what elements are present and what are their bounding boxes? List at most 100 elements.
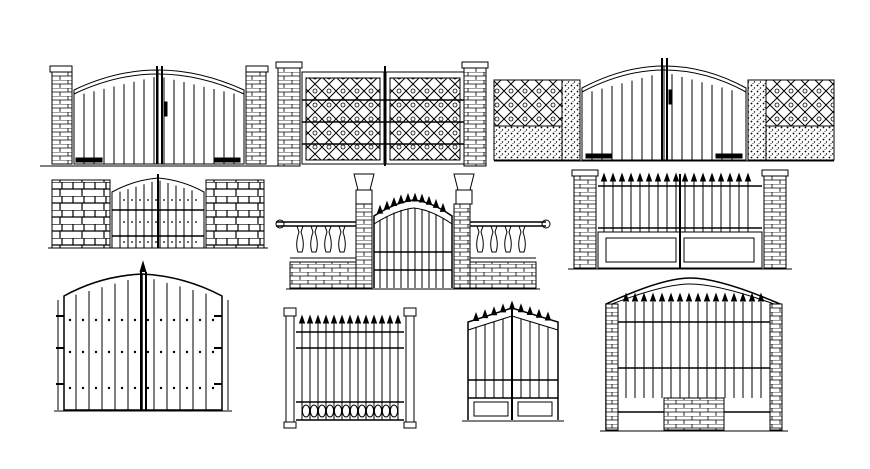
gate-5-balusters (297, 226, 526, 252)
scroll-loop (382, 405, 389, 417)
stud (123, 221, 125, 223)
gate-10-spear-bars (624, 294, 764, 398)
spear-tip (719, 174, 724, 181)
stud (163, 221, 165, 223)
scroll-loop (342, 405, 349, 417)
stud (198, 350, 202, 354)
stud (171, 199, 173, 201)
spear-tip (611, 174, 616, 181)
stud (195, 241, 197, 243)
spear-tip (385, 202, 390, 209)
stud (146, 386, 150, 390)
stud (172, 386, 176, 390)
baluster (325, 226, 332, 252)
stud (131, 241, 133, 243)
stud (185, 318, 189, 322)
stud (171, 241, 173, 243)
spear-tip (474, 313, 479, 320)
scroll-loop (310, 405, 317, 417)
stud (107, 318, 111, 322)
gate-3-plank-gate-with-walls (494, 58, 834, 161)
scroll-loop (350, 405, 357, 417)
gate-2-lattice-gate (276, 62, 488, 166)
spear-tip (741, 294, 746, 301)
spear-tip (710, 174, 715, 181)
spear-tip (316, 316, 321, 323)
stud (120, 318, 124, 322)
stud (81, 350, 85, 354)
gate-6-spear-bars (602, 174, 751, 232)
stud (155, 199, 157, 201)
spear-tip (674, 174, 679, 181)
spear-tip (528, 307, 533, 314)
gate-7-large-studded-gate (54, 262, 232, 411)
stud (159, 350, 163, 354)
stud (179, 199, 181, 201)
stud (211, 350, 215, 354)
baluster (297, 226, 304, 252)
spear-tip (388, 316, 393, 323)
stud (163, 241, 165, 243)
stud (172, 318, 176, 322)
spear-tip (732, 294, 737, 301)
stud (68, 350, 72, 354)
stud (68, 318, 72, 322)
gate-6-spear-gate-with-panels (568, 170, 792, 269)
stud (131, 199, 133, 201)
stud (68, 386, 72, 390)
gate-3-planks (592, 73, 732, 160)
gate-10-gabled-archway-gate (600, 278, 788, 431)
scroll-loop (358, 405, 365, 417)
spear-tip (399, 196, 404, 203)
stud (155, 241, 157, 243)
scroll-loop (390, 405, 397, 417)
spear-tip (378, 206, 383, 213)
spear-tip (746, 174, 751, 181)
stud (120, 350, 124, 354)
stud (187, 221, 189, 223)
gate-4-studded-door (48, 174, 268, 248)
stud (211, 386, 215, 390)
stud (107, 350, 111, 354)
spear-tip (519, 305, 524, 312)
spear-tip (624, 294, 629, 301)
spear-tip (602, 174, 607, 181)
spear-tip (396, 316, 401, 323)
spear-tip (759, 294, 764, 301)
stud (155, 221, 157, 223)
stud (179, 221, 181, 223)
spear-tip (546, 313, 551, 320)
gate-8-spear-bars (300, 316, 401, 420)
spear-tip (642, 294, 647, 301)
gate-8-loop-row (302, 405, 397, 417)
scroll-loop (366, 405, 373, 417)
spear-tip (633, 294, 638, 301)
spear-tip (620, 174, 625, 181)
stud (179, 241, 181, 243)
stud (131, 221, 133, 223)
stud (146, 318, 150, 322)
spear-tip (501, 305, 506, 312)
spear-tip (300, 316, 305, 323)
spear-tip (413, 194, 418, 201)
spear-tip (750, 294, 755, 301)
scroll-loop (302, 405, 309, 417)
spear-tip (356, 316, 361, 323)
stud (123, 241, 125, 243)
spear-tip (714, 294, 719, 301)
gate-1-arched-plank-gate (40, 66, 278, 166)
spear-tip (647, 174, 652, 181)
stud (195, 199, 197, 201)
baluster (519, 226, 526, 252)
stud (159, 386, 163, 390)
scroll-loop (334, 405, 341, 417)
stud (163, 199, 165, 201)
baluster (311, 226, 318, 252)
stud (187, 199, 189, 201)
stud (147, 241, 149, 243)
spear-tip (441, 204, 446, 211)
spear-tip (348, 316, 353, 323)
spear-tip (537, 310, 542, 317)
stud (172, 350, 176, 354)
stud (159, 318, 163, 322)
